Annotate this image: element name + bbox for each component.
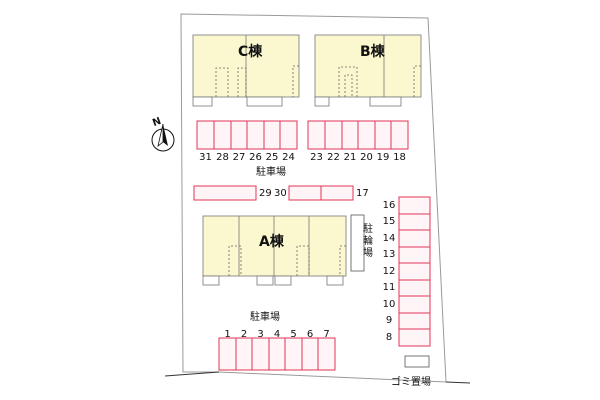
- space-number: 12: [382, 266, 396, 277]
- space-number: 9: [385, 315, 393, 326]
- space-number: 10: [382, 299, 396, 310]
- space-number: 29: [259, 188, 272, 199]
- space-number: 11: [382, 282, 396, 293]
- road-line: [164, 371, 220, 377]
- building-c: [192, 34, 300, 107]
- space-number: 2: [240, 329, 248, 340]
- space-number: 25: [265, 152, 279, 163]
- space-number: 3: [257, 329, 264, 340]
- space-number: 21: [343, 152, 357, 163]
- space-number: 17: [356, 188, 369, 199]
- parking-row-bottom: [218, 337, 336, 371]
- space-number: 8: [385, 332, 393, 343]
- space-number: 24: [282, 152, 295, 163]
- space-number: 28: [216, 152, 229, 163]
- space-number: 7: [323, 329, 330, 340]
- building-b-label: B棟: [360, 44, 385, 60]
- space-number: 14: [382, 233, 396, 244]
- space-number: 20: [360, 152, 373, 163]
- space-number: 30: [274, 188, 287, 199]
- parking-row-b: [307, 120, 409, 150]
- space-number: 4: [273, 329, 281, 340]
- parking-label-upper: 駐車場: [256, 167, 286, 178]
- bike-parking: [350, 214, 365, 272]
- bike-parking-label: 駐 輪 場: [363, 224, 373, 259]
- space-number: 13: [382, 249, 396, 260]
- compass: [151, 123, 175, 152]
- parking-row-c: [196, 120, 298, 150]
- garbage-label: ゴミ置場: [391, 377, 431, 388]
- space-number: 27: [232, 152, 246, 163]
- building-b: [314, 34, 422, 107]
- parking-middle: [193, 185, 354, 201]
- space-number: 19: [376, 152, 390, 163]
- garbage-station: [404, 355, 430, 368]
- space-number: 22: [327, 152, 340, 163]
- building-a: [202, 215, 347, 286]
- space-number: 18: [393, 152, 406, 163]
- space-number: 5: [290, 329, 297, 340]
- road-line: [445, 381, 471, 384]
- space-number: 6: [306, 329, 314, 340]
- space-number: 26: [249, 152, 262, 163]
- space-number: 23: [310, 152, 323, 163]
- building-c-label: C棟: [238, 44, 263, 60]
- space-number: 1: [224, 329, 231, 340]
- space-number: 31: [199, 152, 212, 163]
- parking-column-right: [398, 196, 431, 347]
- building-a-label: A棟: [259, 234, 284, 250]
- space-number: 16: [382, 200, 396, 211]
- parking-label-lower: 駐車場: [250, 312, 280, 323]
- space-number: 15: [382, 216, 396, 227]
